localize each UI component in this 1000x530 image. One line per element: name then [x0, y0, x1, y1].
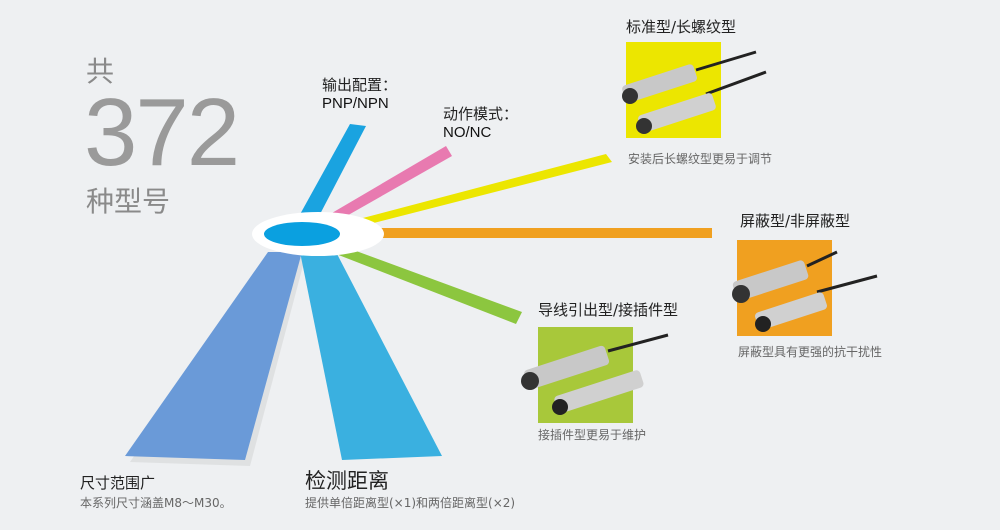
- connect-title: 导线引出型/接插件型: [538, 301, 679, 319]
- ray-shield: [372, 228, 712, 238]
- connect-caption: 接插件型更易于维护: [538, 428, 647, 442]
- sensor-icon: [732, 250, 878, 332]
- ray-connect: [336, 248, 522, 324]
- ray-size-range: [125, 252, 302, 460]
- action-title: 动作模式：: [443, 105, 519, 123]
- hub: [264, 222, 340, 246]
- size-title: 尺寸范围广: [80, 474, 156, 492]
- distance-caption: 提供单倍距离型(×1)和两倍距离型(×2): [305, 496, 516, 510]
- action-value: NO/NC: [443, 124, 492, 141]
- shield-product-image: [732, 240, 878, 336]
- connect-product-image: [521, 327, 669, 423]
- sensor-icon: [521, 333, 669, 415]
- output-title: 输出配置：: [322, 76, 398, 94]
- thread-caption: 安装后长螺纹型更易于调节: [628, 152, 773, 166]
- headline-prefix: 共: [86, 55, 115, 88]
- ray-output: [298, 124, 366, 218]
- ray-action: [320, 146, 452, 222]
- ray-detect-distance: [300, 252, 442, 460]
- model-count: 372: [84, 79, 240, 186]
- headline-suffix: 种型号: [86, 185, 171, 218]
- output-value: PNP/NPN: [322, 95, 389, 112]
- size-caption: 本系列尺寸涵盖M8～M30。: [80, 496, 232, 510]
- shield-title: 屏蔽型/非屏蔽型: [740, 212, 851, 230]
- shield-caption: 屏蔽型具有更强的抗干扰性: [738, 345, 883, 359]
- thread-title: 标准型/长螺纹型: [626, 18, 737, 36]
- sensor-icon: [622, 50, 767, 134]
- thread-product-image: [622, 42, 767, 138]
- ray-thread: [340, 154, 612, 228]
- distance-title: 检测距离: [305, 469, 389, 493]
